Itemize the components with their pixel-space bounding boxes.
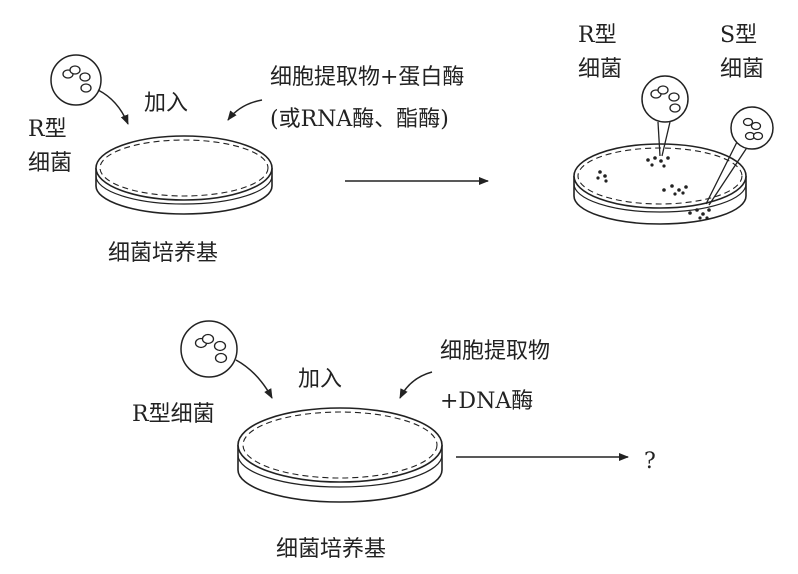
bottom-extract-label-line1: 细胞提取物 bbox=[440, 339, 550, 364]
top-extract-label-line2: (或RNA酶、酯酶) bbox=[270, 107, 449, 132]
top-extract-arrow bbox=[227, 99, 263, 121]
top-r-bacteria-label-line2: 细菌 bbox=[28, 151, 72, 176]
top-left-petri-dish bbox=[95, 135, 273, 215]
bottom-r-bacteria-label: R型细菌 bbox=[132, 402, 215, 427]
bottom-extract-label-line2: +DNA酶 bbox=[440, 389, 533, 414]
result-r-label-line1: R型 bbox=[578, 23, 617, 48]
top-medium-label: 细菌培养基 bbox=[108, 241, 218, 266]
bottom-r-arrow bbox=[235, 359, 273, 399]
r-colony-callout bbox=[641, 75, 689, 157]
top-r-arrow bbox=[97, 89, 129, 125]
s-colony-callout bbox=[705, 106, 774, 206]
result-r-label-line2: 细菌 bbox=[578, 57, 622, 82]
bottom-r-bacteria-circle bbox=[180, 320, 238, 378]
bottom-add-label: 加入 bbox=[298, 367, 342, 392]
bottom-setup: R型细菌 加入 细胞提取物 +DNA酶 细菌培养基 bbox=[132, 320, 550, 562]
bottom-petri-dish bbox=[237, 407, 443, 503]
result-s-label-line2: 细菌 bbox=[720, 57, 764, 82]
top-left-setup: R型 细菌 加入 细胞提取物+蛋白酶 (或RNA酶、酯酶) 细菌培养基 bbox=[28, 54, 464, 266]
bottom-medium-label: 细菌培养基 bbox=[276, 537, 386, 562]
top-extract-label-line1: 细胞提取物+蛋白酶 bbox=[270, 65, 464, 90]
colony-dots bbox=[596, 156, 711, 220]
bottom-result-question: ? bbox=[644, 449, 656, 474]
top-r-bacteria-label-line1: R型 bbox=[28, 117, 67, 142]
top-right-result: R型 细菌 S型 细菌 bbox=[573, 23, 774, 225]
bottom-extract-arrow bbox=[399, 371, 433, 399]
result-s-label-line1: S型 bbox=[720, 23, 757, 48]
top-r-bacteria-circle bbox=[50, 54, 102, 106]
top-add-label: 加入 bbox=[144, 91, 188, 116]
